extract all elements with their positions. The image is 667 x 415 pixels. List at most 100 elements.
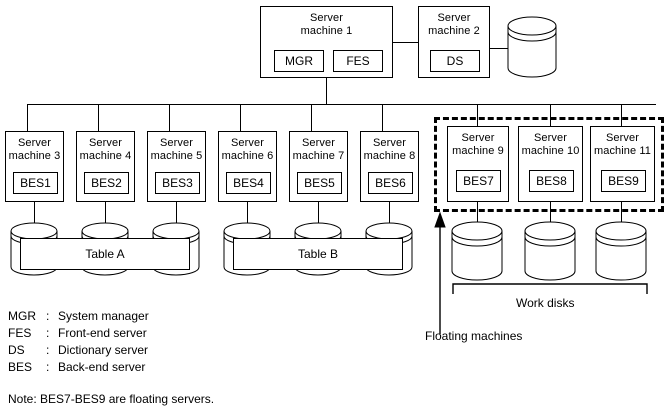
- server-machine-10-title: Server machine 10: [519, 132, 582, 158]
- floating-machines-label: Floating machines: [425, 329, 523, 343]
- bus-drop-8: [382, 104, 383, 131]
- legend-desc-fes: Front-end server: [58, 326, 147, 340]
- work-disks-bracket: [452, 282, 648, 300]
- bes8-box: BES8: [529, 170, 574, 192]
- legend-key-ds: DS: [8, 343, 25, 357]
- server-machine-8-title: Server machine 8: [361, 137, 418, 163]
- mgr-box: MGR: [274, 50, 324, 72]
- ds-box: DS: [430, 50, 480, 72]
- disk-drop-4: [105, 202, 106, 224]
- bes7-box: BES7: [456, 170, 501, 192]
- server-machine-4-box: Server machine 4 BES2: [76, 131, 135, 202]
- floating-machines-arrow: [432, 211, 450, 339]
- sm1-title-line1: Server: [310, 12, 343, 24]
- bes1-box: BES1: [13, 172, 58, 194]
- server-machine-1-box: Server machine 1 MGR FES: [260, 6, 393, 78]
- server-machine-7-title: Server machine 7: [290, 137, 347, 163]
- bus-drop-5: [169, 104, 170, 131]
- server-machine-4-title: Server machine 4: [77, 137, 134, 163]
- server-machine-11-box: Server machine 11 BES9: [590, 126, 655, 202]
- m6-line1: Server: [231, 137, 264, 149]
- server-machine-5-box: Server machine 5 BES3: [147, 131, 206, 202]
- bes9-box: BES9: [601, 170, 646, 192]
- sm2-title-line2: machine 2: [428, 25, 480, 37]
- legend-colon-fes: :: [46, 326, 50, 340]
- m11-line1: Server: [606, 132, 639, 144]
- table-a-label-box: Table A: [20, 238, 190, 270]
- bus-drop-9: [477, 104, 478, 136]
- server-machine-3-box: Server machine 3 BES1: [5, 131, 64, 202]
- m10-line2: machine 10: [521, 145, 580, 157]
- m11-line2: machine 11: [593, 145, 652, 157]
- legend-colon-ds: :: [46, 343, 50, 357]
- legend-row-bes: BES : Back-end server: [8, 359, 149, 376]
- link-sm1-sm2: [393, 42, 419, 43]
- server-machine-7-box: Server machine 7 BES5: [289, 131, 348, 202]
- legend-desc-ds: Dictionary server: [58, 343, 149, 357]
- link-sm2-dictionary-disk: [490, 48, 508, 49]
- legend-key-fes: FES: [8, 326, 32, 340]
- bus-drop-4: [98, 104, 99, 131]
- legend-colon-bes: :: [46, 360, 50, 374]
- disk-drop-3: [34, 202, 35, 224]
- bus-drop-11: [621, 104, 622, 136]
- sm2-title-line1: Server: [437, 12, 471, 24]
- server-machine-2-box: Server machine 2 DS: [418, 6, 490, 78]
- bes3-box: BES3: [155, 172, 200, 194]
- m5-line2: machine 5: [150, 150, 203, 162]
- m4-line1: Server: [89, 137, 122, 149]
- bes6-box: BES6: [368, 172, 413, 194]
- table-b-label-box: Table B: [233, 238, 403, 270]
- work-disk-2: [524, 220, 578, 282]
- m10-line1: Server: [534, 132, 567, 144]
- work-disks-label: Work disks: [516, 296, 575, 310]
- m3-line1: Server: [18, 137, 51, 149]
- server-machine-10-box: Server machine 10 BES8: [518, 126, 583, 202]
- server-machine-3-title: Server machine 3: [6, 137, 63, 163]
- server-machine-9-box: Server machine 9 BES7: [447, 126, 509, 202]
- disk-drop-8: [389, 202, 390, 224]
- legend-key-bes: BES: [8, 360, 33, 374]
- note-text: Note: BES7-BES9 are floating servers.: [8, 392, 215, 406]
- m3-line2: machine 3: [8, 150, 61, 162]
- bus-drop-7: [311, 104, 312, 131]
- disk-drop-5: [176, 202, 177, 224]
- bes2-box: BES2: [84, 172, 129, 194]
- work-disk-3: [595, 220, 649, 282]
- workdisk-drop-9: [477, 202, 478, 224]
- disk-drop-6: [247, 202, 248, 224]
- m8-line2: machine 8: [363, 150, 416, 162]
- server-machine-6-box: Server machine 6 BES4: [218, 131, 277, 202]
- server-machine-9-title: Server machine 9: [448, 132, 508, 158]
- server-machine-2-title: Server machine 2: [419, 12, 489, 38]
- legend-row-fes: FES : Front-end server: [8, 325, 149, 342]
- floating-machines-group: [434, 117, 664, 212]
- trunk-line: [326, 78, 327, 104]
- bes4-box: BES4: [226, 172, 271, 194]
- legend: MGR : System manager FES : Front-end ser…: [8, 308, 149, 376]
- m7-line1: Server: [302, 137, 335, 149]
- sm1-title-line2: machine 1: [300, 25, 353, 37]
- legend-desc-mgr: System manager: [58, 309, 149, 323]
- m4-line2: machine 4: [79, 150, 132, 162]
- server-machine-8-box: Server machine 8 BES6: [360, 131, 419, 202]
- m7-line2: machine 7: [292, 150, 345, 162]
- legend-key-mgr: MGR: [8, 309, 36, 323]
- bus-drop-3: [27, 104, 28, 131]
- m5-line1: Server: [160, 137, 193, 149]
- work-disk-1: [451, 220, 505, 282]
- bus-line: [27, 104, 656, 105]
- legend-row-ds: DS : Dictionary server: [8, 342, 149, 359]
- fes-box: FES: [333, 50, 383, 72]
- server-machine-6-title: Server machine 6: [219, 137, 276, 163]
- workdisk-drop-10: [550, 202, 551, 224]
- server-machine-1-title: Server machine 1: [261, 12, 392, 38]
- bus-drop-10: [550, 104, 551, 136]
- server-machine-11-title: Server machine 11: [591, 132, 654, 158]
- server-machine-5-title: Server machine 5: [148, 137, 205, 163]
- bes5-box: BES5: [297, 172, 342, 194]
- m9-line2: machine 9: [452, 145, 504, 157]
- disk-drop-7: [318, 202, 319, 224]
- legend-desc-bes: Back-end server: [58, 360, 146, 374]
